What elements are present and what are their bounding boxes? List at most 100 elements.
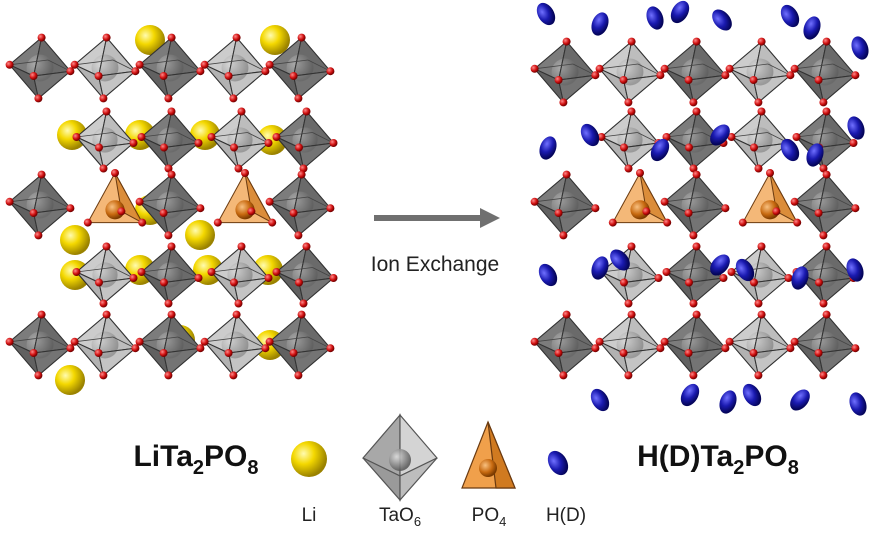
- htapo-crystal-structure: [530, 0, 869, 416]
- hd-ion: [780, 4, 800, 28]
- tao6-octahedron: [595, 37, 665, 107]
- po4-tetrahedron: [213, 169, 277, 227]
- legend-tao6-sub: 6: [414, 514, 421, 529]
- tao6-octahedron: [207, 242, 273, 308]
- tao6-octahedron: [530, 170, 600, 240]
- right-formula-mid: PO: [744, 440, 787, 473]
- tao6-octahedron: [72, 242, 138, 308]
- tao6-octahedron: [725, 310, 795, 380]
- hd-ellipsoid-icon: [547, 450, 569, 476]
- tao6-octahedron: [265, 170, 335, 240]
- tao6-octahedron: [597, 107, 663, 173]
- hd-ion: [847, 116, 865, 140]
- tao6-octahedron: [70, 310, 140, 380]
- tao6-octahedron: [595, 310, 665, 380]
- tao6-octahedron: [660, 170, 730, 240]
- legend-po4-main: PO: [472, 505, 499, 526]
- po4-tetrahedron: [608, 169, 672, 227]
- li-ion: [185, 220, 215, 250]
- tao6-octahedron: [272, 242, 338, 308]
- tao6-octahedron-icon: [362, 413, 438, 502]
- left-formula-mid: PO: [204, 440, 247, 473]
- legend-hd-label: H(D): [546, 505, 586, 526]
- hd-ion: [849, 392, 867, 416]
- hd-ion: [790, 389, 810, 411]
- hd-ion: [670, 0, 690, 24]
- tao6-octahedron: [137, 107, 203, 173]
- hd-ion: [650, 138, 670, 162]
- hd-ion: [735, 258, 755, 282]
- tao6-octahedron: [790, 170, 860, 240]
- li-sphere-icon: [291, 441, 327, 477]
- li-ion: [260, 25, 290, 55]
- right-formula-main: H(D)Ta: [637, 440, 733, 473]
- hd-ion: [742, 383, 762, 407]
- hd-ion: [646, 6, 664, 30]
- tao6-octahedron: [790, 37, 860, 107]
- tao6-octahedron: [660, 37, 730, 107]
- tao6-octahedron: [137, 242, 203, 308]
- litapo-crystal-structure: [5, 25, 338, 395]
- tao6-octahedron: [660, 310, 730, 380]
- tao6-octahedron: [272, 107, 338, 173]
- tao6-octahedron: [265, 33, 335, 103]
- hd-ion: [680, 383, 700, 407]
- hd-ion: [803, 16, 821, 40]
- tao6-octahedron: [530, 310, 600, 380]
- right-formula-sub2: 8: [788, 457, 799, 479]
- tao6-octahedron: [727, 242, 793, 308]
- legend-li-label: Li: [302, 505, 317, 526]
- tao6-octahedron: [790, 310, 860, 380]
- ion-exchange-arrow: [374, 208, 500, 228]
- legend-li: Li: [291, 441, 327, 526]
- tao6-octahedron: [5, 33, 75, 103]
- hd-ion: [710, 254, 730, 276]
- hd-ion: [539, 136, 557, 160]
- li-ion: [55, 365, 85, 395]
- li-ion: [257, 125, 287, 155]
- tao6-octahedron: [530, 37, 600, 107]
- tao6-octahedron: [5, 310, 75, 380]
- tao6-octahedron: [5, 170, 75, 240]
- tao6-octahedron: [725, 37, 795, 107]
- legend-po4-sub: 4: [499, 514, 506, 529]
- legend-tao6: TaO6: [362, 413, 438, 529]
- tao6-octahedron: [70, 33, 140, 103]
- po4-tetrahedron-icon: [461, 420, 516, 489]
- hd-ion: [846, 258, 864, 282]
- tao6-octahedron: [200, 33, 270, 103]
- tao6-octahedron: [792, 107, 858, 173]
- hd-ion: [610, 249, 630, 271]
- hd-ion: [851, 36, 869, 60]
- legend-po4-label: PO4: [472, 505, 507, 529]
- left-formula-sub2: 8: [247, 457, 258, 479]
- hd-ion: [536, 2, 556, 26]
- tao6-octahedron: [135, 310, 205, 380]
- hd-ion: [591, 256, 609, 280]
- tao6-octahedron: [72, 107, 138, 173]
- hd-ion: [780, 138, 800, 162]
- tao6-octahedron: [597, 242, 663, 308]
- hd-ion: [538, 263, 558, 287]
- hd-ion: [591, 12, 609, 36]
- po4-tetrahedron: [738, 169, 802, 227]
- hd-ion: [710, 124, 730, 146]
- ion-exchange-label: Ion Exchange: [371, 253, 499, 276]
- li-ion: [135, 25, 165, 55]
- hd-ion: [719, 390, 737, 414]
- tao6-octahedron: [135, 33, 205, 103]
- right-formula-sub1: 2: [733, 457, 744, 479]
- hd-ion: [712, 9, 732, 31]
- legend: Li TaO6 PO4 H(D): [291, 413, 586, 529]
- tao6-octahedron: [200, 310, 270, 380]
- legend-tao6-label: TaO6: [379, 505, 421, 529]
- left-formula-main: LiTa: [133, 440, 193, 473]
- li-ion: [60, 225, 90, 255]
- arrow-head: [480, 208, 500, 228]
- hd-ion: [590, 388, 610, 412]
- legend-hd: H(D): [546, 450, 586, 526]
- tao6-octahedron: [265, 310, 335, 380]
- hd-ion: [791, 266, 809, 290]
- tao6-octahedron: [662, 242, 728, 308]
- tao6-octahedron: [135, 170, 205, 240]
